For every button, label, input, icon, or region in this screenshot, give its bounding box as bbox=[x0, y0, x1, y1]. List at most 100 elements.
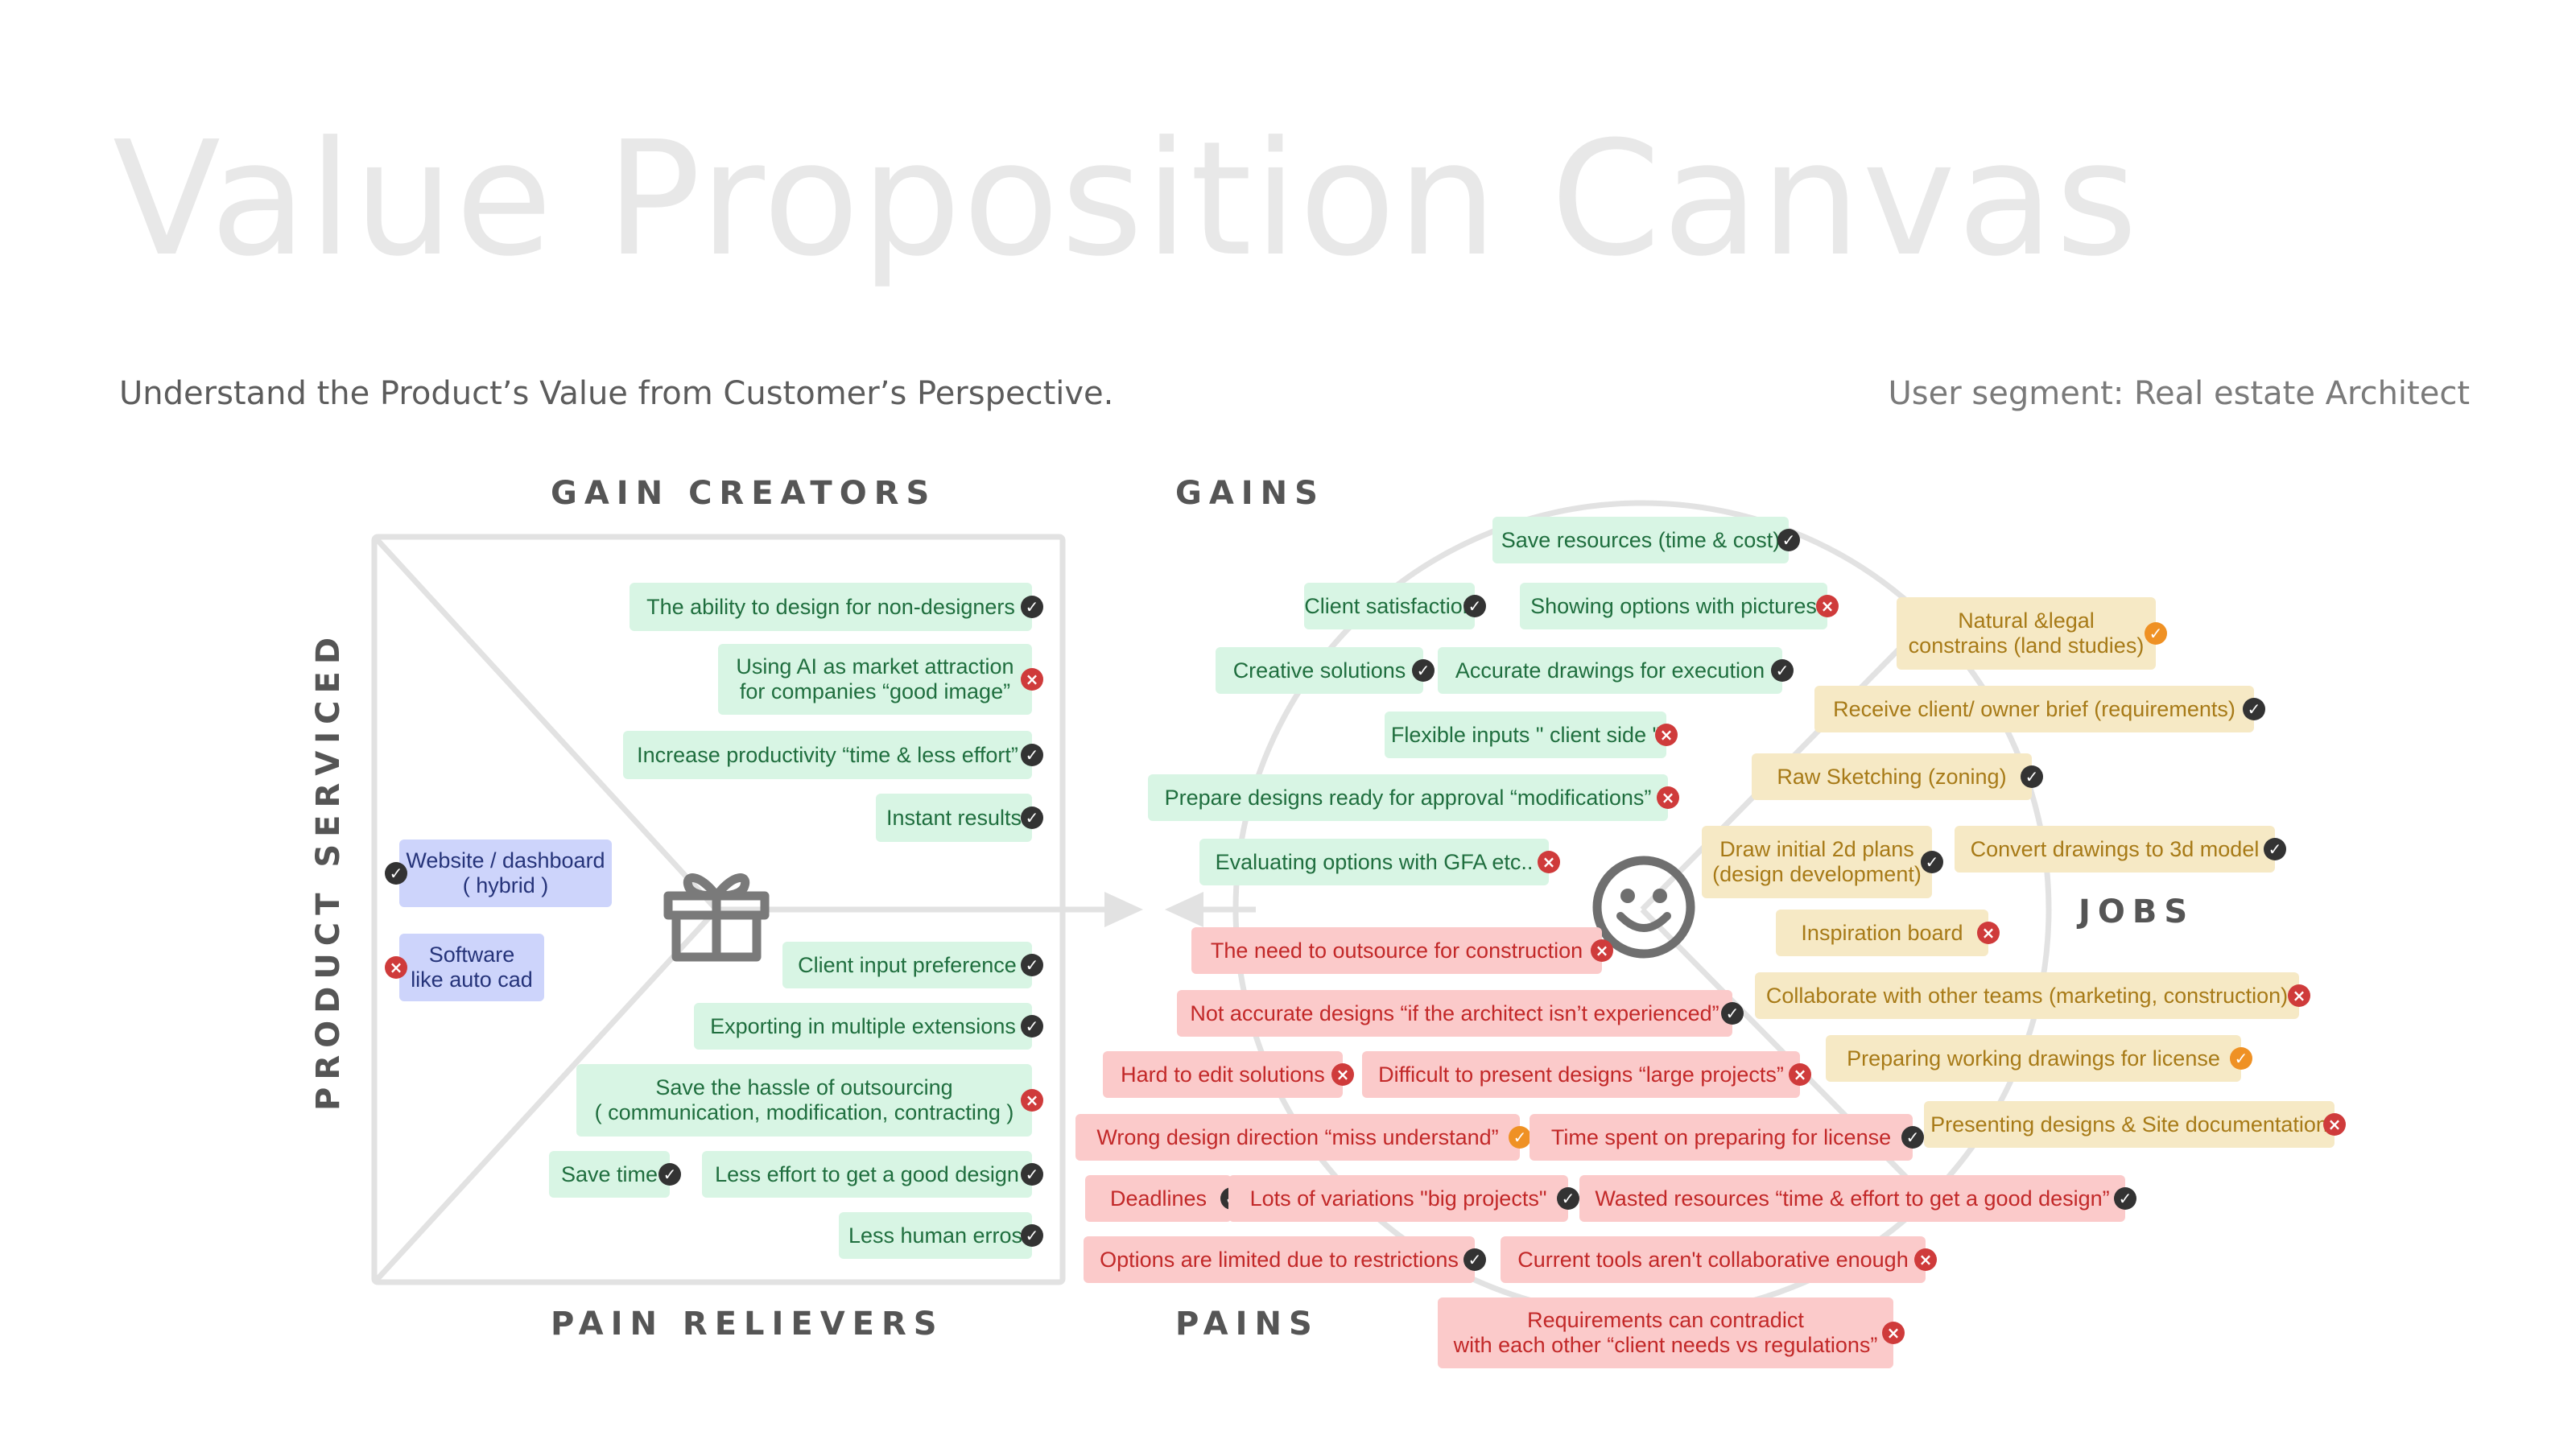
note-text: Showing options with pictures bbox=[1530, 593, 1817, 618]
cross-icon: × bbox=[1021, 668, 1043, 691]
pain-relievers-note: Client input preference bbox=[782, 942, 1032, 988]
note-text: The ability to design for non-designers bbox=[646, 594, 1015, 619]
cross-icon: × bbox=[1789, 1063, 1811, 1086]
pain-relievers-note: Save time bbox=[549, 1151, 670, 1198]
note-text: Less effort to get a good design bbox=[715, 1161, 1019, 1186]
cross-icon: × bbox=[1657, 786, 1679, 809]
arrow-right bbox=[1104, 892, 1143, 927]
note-text: Exporting in multiple extensions bbox=[710, 1013, 1016, 1038]
note-text: Presenting designs & Site documentation bbox=[1930, 1112, 2328, 1137]
partial-check-icon: ✓ bbox=[2145, 622, 2167, 645]
jobs-note: Inspiration board bbox=[1776, 910, 1988, 956]
check-icon: ✓ bbox=[1021, 596, 1043, 618]
note-text: Lots of variations "big projects" bbox=[1249, 1186, 1547, 1211]
note-text: Requirements can contradict with each ot… bbox=[1453, 1308, 1878, 1357]
gain-creators-note: The ability to design for non-designers bbox=[630, 583, 1032, 631]
jobs-note: Raw Sketching (zoning) bbox=[1752, 753, 2032, 800]
gains-note: Evaluating options with GFA etc.. bbox=[1199, 839, 1549, 885]
heading-pain-relievers: PAIN RELIEVERS bbox=[551, 1306, 944, 1343]
jobs-note: Preparing working drawings for license bbox=[1826, 1035, 2241, 1082]
heading-jobs: JOBS bbox=[2079, 893, 2195, 930]
note-text: Draw initial 2d plans (design developmen… bbox=[1712, 837, 1922, 886]
check-icon: ✓ bbox=[1777, 529, 1800, 551]
check-icon: ✓ bbox=[1557, 1187, 1579, 1210]
jobs-note: Collaborate with other teams (marketing,… bbox=[1755, 972, 2299, 1019]
pain-relievers-note: Save the hassle of outsourcing ( communi… bbox=[576, 1064, 1032, 1137]
gain-creators-note: Instant results bbox=[876, 794, 1032, 842]
gains-note: Prepare designs ready for approval “modi… bbox=[1148, 774, 1668, 821]
note-text: Current tools aren't collaborative enoug… bbox=[1517, 1247, 1909, 1272]
heading-product-serviced: PRODUCT SERVICED bbox=[310, 629, 347, 1111]
gain-creators-note: Increase productivity “time & less effor… bbox=[623, 731, 1032, 779]
cross-icon: × bbox=[1538, 851, 1560, 873]
check-icon: ✓ bbox=[1021, 1015, 1043, 1038]
pain-relievers-note: Less human erros bbox=[839, 1212, 1032, 1259]
gains-note: Client satisfaction bbox=[1304, 583, 1475, 629]
check-icon: ✓ bbox=[1021, 807, 1043, 829]
note-text: Preparing working drawings for license bbox=[1847, 1046, 2220, 1071]
check-icon: ✓ bbox=[1463, 1248, 1486, 1271]
check-icon: ✓ bbox=[1021, 1163, 1043, 1186]
check-icon: ✓ bbox=[1412, 659, 1435, 682]
note-text: Accurate drawings for execution bbox=[1455, 658, 1765, 683]
note-text: Using AI as market attraction for compan… bbox=[736, 654, 1014, 703]
pains-note: The need to outsource for construction bbox=[1191, 927, 1602, 974]
partial-check-icon: ✓ bbox=[2230, 1047, 2252, 1070]
jobs-note: Receive client/ owner brief (requirement… bbox=[1814, 686, 2254, 732]
pains-note: Lots of variations "big projects" bbox=[1228, 1175, 1568, 1222]
cross-icon: × bbox=[1021, 1089, 1043, 1112]
note-text: Flexible inputs " client side " bbox=[1390, 722, 1661, 747]
check-icon: ✓ bbox=[2243, 698, 2265, 720]
check-icon: ✓ bbox=[1021, 744, 1043, 766]
pains-note: Time spent on preparing for license bbox=[1530, 1114, 1913, 1161]
gain-creators-note: Using AI as market attraction for compan… bbox=[718, 644, 1032, 715]
cross-icon: × bbox=[2323, 1113, 2346, 1136]
note-text: Deadlines bbox=[1109, 1186, 1208, 1211]
note-text: Not accurate designs “if the architect i… bbox=[1190, 1000, 1719, 1025]
user-segment: User segment: Real estate Architect bbox=[1888, 375, 2470, 412]
note-text: Save resources (time & cost) bbox=[1501, 527, 1781, 552]
cross-icon: × bbox=[1655, 724, 1678, 746]
products-note: Website / dashboard ( hybrid ) bbox=[399, 840, 612, 907]
note-text: Time spent on preparing for license bbox=[1550, 1124, 1892, 1149]
pains-note: Difficult to present designs “large proj… bbox=[1362, 1051, 1800, 1098]
check-icon: ✓ bbox=[1463, 595, 1486, 617]
jobs-note: Natural &legal constrains (land studies) bbox=[1897, 597, 2156, 670]
note-text: Software like auto cad bbox=[411, 943, 533, 992]
heading-pains: PAINS bbox=[1175, 1306, 1319, 1343]
cross-icon: × bbox=[1591, 939, 1613, 962]
check-icon: ✓ bbox=[2114, 1187, 2136, 1210]
gains-note: Showing options with pictures bbox=[1520, 583, 1827, 629]
pains-note: Deadlines bbox=[1085, 1175, 1232, 1222]
check-icon: ✓ bbox=[1771, 659, 1794, 682]
cross-icon: × bbox=[385, 956, 407, 979]
jobs-note: Draw initial 2d plans (design developmen… bbox=[1702, 826, 1932, 898]
check-icon: ✓ bbox=[385, 862, 407, 885]
check-icon: ✓ bbox=[1021, 1224, 1043, 1247]
check-icon: ✓ bbox=[2021, 765, 2043, 788]
pain-relievers-note: Exporting in multiple extensions bbox=[694, 1003, 1032, 1050]
page-subtitle: Understand the Product’s Value from Cust… bbox=[119, 375, 1114, 412]
pains-note: Hard to edit solutions bbox=[1103, 1051, 1343, 1098]
note-text: Evaluating options with GFA etc.. bbox=[1215, 849, 1534, 874]
check-icon: ✓ bbox=[1901, 1126, 1924, 1149]
check-icon: ✓ bbox=[2264, 838, 2286, 860]
cross-icon: × bbox=[1977, 922, 2000, 944]
note-text: Prepare designs ready for approval “modi… bbox=[1164, 785, 1652, 810]
note-text: Collaborate with other teams (marketing,… bbox=[1765, 983, 2289, 1008]
page-title: Value Proposition Canvas bbox=[113, 108, 2140, 291]
pains-note: Current tools aren't collaborative enoug… bbox=[1501, 1236, 1926, 1283]
gift-icon bbox=[663, 873, 770, 962]
cross-icon: × bbox=[1882, 1322, 1905, 1344]
note-text: Raw Sketching (zoning) bbox=[1777, 764, 2007, 789]
note-text: Wrong design direction “miss understand” bbox=[1096, 1124, 1499, 1149]
square-diagonal-top bbox=[374, 537, 719, 912]
note-text: Client input preference bbox=[798, 952, 1017, 977]
note-text: Less human erros bbox=[848, 1223, 1023, 1248]
pains-note: Requirements can contradict with each ot… bbox=[1438, 1297, 1893, 1368]
note-text: Creative solutions bbox=[1232, 658, 1406, 683]
jobs-note: Convert drawings to 3d model bbox=[1955, 826, 2275, 873]
cross-icon: × bbox=[1816, 595, 1839, 617]
heading-gains: GAINS bbox=[1175, 475, 1325, 512]
note-text: Client satisfaction bbox=[1304, 593, 1475, 618]
